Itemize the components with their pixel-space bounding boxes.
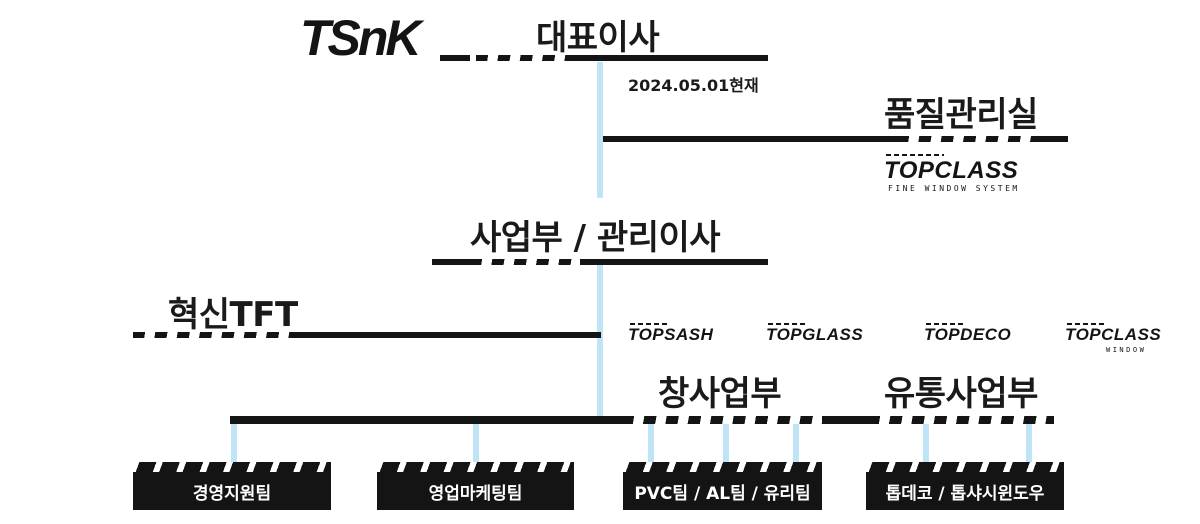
- team-label: PVC팀 / AL팀 / 유리팀: [634, 484, 811, 504]
- quality-brand-logo: TOPCLASS: [884, 157, 1019, 184]
- brand-dash-topdeco: [926, 323, 966, 325]
- brand-topclass-subtitle: WINDOW: [1106, 346, 1147, 354]
- quality-brand-dash: [886, 154, 944, 156]
- brand-dash-topclass: [1067, 323, 1107, 325]
- division-dashed-line: [470, 259, 580, 265]
- brand-dash-topsash: [630, 323, 670, 325]
- innovation-title: 혁신TFT: [168, 295, 298, 335]
- ceo-line: [576, 55, 768, 61]
- team-connector-glass: [793, 424, 799, 462]
- innovation-dashed-line: [133, 332, 298, 338]
- team-label: 경영지원팀: [192, 484, 272, 504]
- brand-topsash: TOPSASH: [628, 325, 714, 344]
- ceo-title: 대표이사: [536, 18, 660, 58]
- division-connector: [597, 262, 603, 420]
- team-bus-line: [230, 416, 622, 424]
- quality-title: 품질관리실: [884, 95, 1038, 135]
- division-line-start: [432, 259, 470, 265]
- team-connector-topdeco: [923, 424, 929, 462]
- division-line: [580, 259, 768, 265]
- team-connector-al: [723, 424, 729, 462]
- team-sales-marketing: 영업마케팅팀: [377, 462, 574, 510]
- team-pvc-al-glass: PVC팀 / AL팀 / 유리팀: [623, 462, 822, 510]
- team-label: 톱데코 / 톱샤시윈도우: [885, 484, 1045, 504]
- brand-topdeco: TOPDECO: [924, 325, 1012, 344]
- team-bus-dashed-window: [622, 416, 822, 424]
- team-bus-line-mid: [822, 416, 868, 424]
- quality-branch-line: [603, 136, 897, 142]
- team-connector-pvc: [648, 424, 654, 462]
- team-topdeco-topsash: 톱데코 / 톱샤시윈도우: [866, 462, 1064, 510]
- team-label: 영업마케팅팀: [428, 484, 523, 504]
- ceo-connector: [597, 62, 603, 198]
- team-bus-dashed-distribution: [868, 416, 1054, 424]
- distribution-biz-title: 유통사업부: [884, 374, 1038, 414]
- brand-topglass: TOPGLASS: [766, 325, 864, 344]
- team-connector-management: [231, 424, 237, 462]
- division-title: 사업부 / 관리이사: [470, 218, 721, 258]
- team-management-support: 경영지원팀: [133, 462, 331, 510]
- ceo-dashed-line: [476, 55, 576, 61]
- brand-topclass: TOPCLASS: [1065, 325, 1162, 344]
- ceo-date: 2024.05.01현재: [628, 76, 759, 95]
- quality-brand-subtitle: FINE WINDOW SYSTEM: [888, 184, 1020, 193]
- tsnk-logo: TSnK: [300, 10, 422, 66]
- quality-dashed-line: [897, 136, 1037, 142]
- team-connector-sales: [473, 424, 479, 462]
- logo-underline: [440, 55, 470, 61]
- innovation-line: [298, 332, 601, 338]
- quality-line-end: [1037, 136, 1068, 142]
- team-connector-topsash: [1026, 424, 1032, 462]
- brand-dash-topglass: [768, 323, 808, 325]
- window-biz-title: 창사업부: [658, 374, 782, 414]
